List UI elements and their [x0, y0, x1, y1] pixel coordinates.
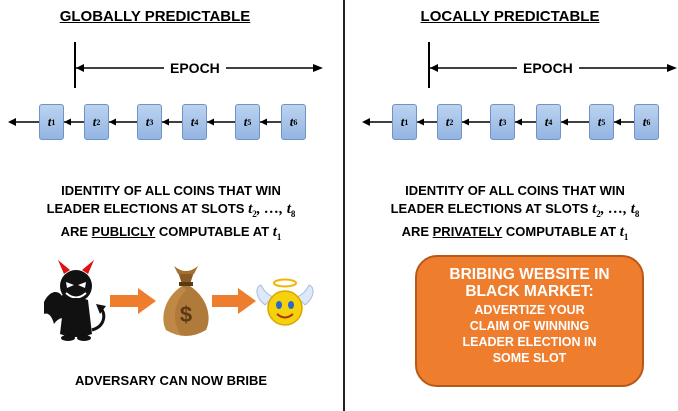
- left-epoch-label: EPOCH: [164, 60, 226, 76]
- left-footer: ADVERSARY CAN NOW BRIBE: [74, 373, 268, 388]
- right-caption: IDENTITY OF ALL COINS THAT WIN LEADER EL…: [354, 182, 676, 246]
- bribing-website-box: BRIBING WEBSITE IN BLACK MARKET: ADVERTI…: [415, 255, 644, 387]
- left-caption-line1: IDENTITY OF ALL COINS THAT WIN: [61, 183, 281, 198]
- angel-icon: [256, 278, 314, 326]
- panel-divider: [343, 0, 345, 411]
- orange-arrow-icon: [110, 288, 156, 314]
- bribe-box-body: ADVERTIZE YOUR CLAIM OF WINNING LEADER E…: [462, 303, 597, 365]
- right-caption-line3: ARE PRIVATELY COMPUTABLE AT t1: [401, 224, 629, 242]
- orange-arrow-icon-2: [212, 288, 256, 314]
- devil-icon: [44, 260, 106, 341]
- right-caption-line2: LEADER ELECTIONS AT SLOTS t2, …, t8: [390, 201, 640, 219]
- svg-text:$: $: [180, 302, 192, 327]
- left-caption: IDENTITY OF ALL COINS THAT WIN LEADER EL…: [10, 182, 332, 246]
- bribe-box-title: BRIBING WEBSITE IN BLACK MARKET:: [449, 266, 610, 300]
- right-caption-line1: IDENTITY OF ALL COINS THAT WIN: [405, 183, 625, 198]
- right-panel-title: LOCALLY PREDICTABLE: [420, 8, 600, 25]
- money-bag-icon: $: [163, 266, 209, 336]
- left-caption-line3: ARE PUBLICLY COMPUTABLE AT t1: [60, 224, 282, 242]
- right-epoch-label: EPOCH: [517, 60, 579, 76]
- left-panel-title: GLOBALLY PREDICTABLE: [59, 8, 251, 25]
- left-caption-line2: LEADER ELECTIONS AT SLOTS t2, …, t8: [46, 201, 296, 219]
